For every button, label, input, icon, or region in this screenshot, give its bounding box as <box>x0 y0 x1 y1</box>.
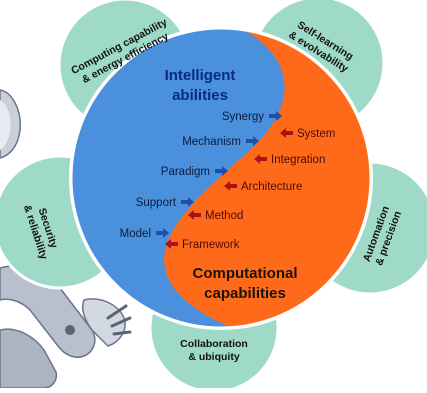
intelligent-abilities-title: Intelligent abilities <box>165 67 236 104</box>
intelligent-arrows <box>156 111 282 238</box>
arrow-right-icon <box>269 111 282 121</box>
intelligent-item-synergy: Synergy <box>222 111 264 123</box>
petal-bottom-label: Collaboration & ubiquity <box>180 338 248 363</box>
computational-title-line-1: Computational <box>193 265 298 282</box>
computational-items: System Integration Architecture Method F… <box>182 128 335 251</box>
computational-half <box>164 28 371 328</box>
computational-item-system: System <box>297 128 335 140</box>
arrow-right-icon <box>246 136 259 146</box>
intelligent-item-mechanism: Mechanism <box>182 136 241 148</box>
arrow-left-icon <box>188 210 201 220</box>
arrow-right-icon <box>156 228 169 238</box>
intelligent-item-support: Support <box>136 197 177 209</box>
petal-bottom-line-1: Collaboration <box>180 338 248 350</box>
computational-item-architecture: Architecture <box>241 181 302 193</box>
center-circle <box>69 26 373 330</box>
arrow-left-icon <box>224 181 237 191</box>
computational-item-integration: Integration <box>271 154 325 166</box>
arrow-left-icon <box>165 239 178 249</box>
petal-bottom-line-2: & ubiquity <box>188 351 239 363</box>
intelligent-title-line-2: abilities <box>172 87 228 104</box>
computational-capabilities-title: Computational capabilities <box>193 265 298 302</box>
intelligent-title-line-1: Intelligent <box>165 67 236 84</box>
intelligent-items: Synergy Mechanism Paradigm Support Model <box>120 111 265 240</box>
arrow-right-icon <box>181 197 194 207</box>
arrow-left-icon <box>280 128 293 138</box>
computational-arrows <box>165 128 293 249</box>
computational-title-line-2: capabilities <box>204 285 286 302</box>
robot-illustration <box>0 89 132 389</box>
intelligent-item-model: Model <box>120 228 151 240</box>
arrow-left-icon <box>254 154 267 164</box>
computational-item-framework: Framework <box>182 239 240 251</box>
intelligent-item-paradigm: Paradigm <box>161 166 210 178</box>
arrow-right-icon <box>215 166 228 176</box>
computational-item-method: Method <box>205 210 243 222</box>
